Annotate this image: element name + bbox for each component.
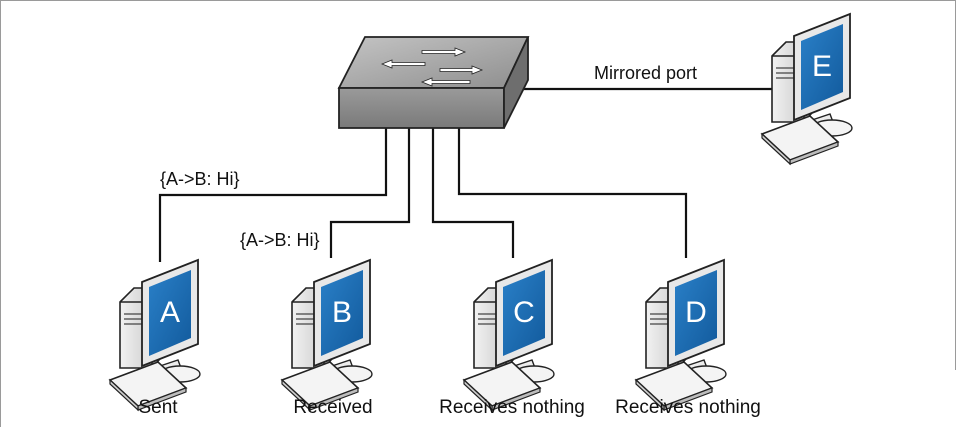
computer-c: C bbox=[463, 259, 555, 411]
cable-c bbox=[431, 128, 515, 258]
computer-e-letter: E bbox=[812, 50, 832, 83]
cable-d bbox=[457, 128, 688, 258]
computer-c-letter: C bbox=[513, 296, 535, 329]
computer-d-letter: D bbox=[685, 296, 707, 329]
mirrored-port-label: Mirrored port bbox=[594, 63, 697, 83]
computer-a-letter: A bbox=[160, 296, 180, 329]
caption-b: Received bbox=[293, 397, 372, 418]
packet-label-sent: {A->B: Hi} bbox=[160, 169, 240, 189]
caption-a: Sent bbox=[138, 397, 178, 418]
packet-label-received: {A->B: Hi} bbox=[240, 230, 320, 250]
frame-top-border bbox=[0, 0, 956, 1]
computer-b: B bbox=[281, 259, 373, 411]
computer-d: D bbox=[635, 259, 727, 411]
caption-d: Receives nothing bbox=[615, 397, 761, 418]
cable-a bbox=[158, 128, 388, 262]
computer-b-letter: B bbox=[332, 296, 352, 329]
computer-a: A bbox=[109, 259, 201, 411]
cables bbox=[158, 87, 777, 262]
cable-b bbox=[329, 128, 411, 258]
computer-e: E bbox=[761, 13, 853, 165]
switch-arrows-icon bbox=[380, 47, 484, 87]
network-switch bbox=[337, 36, 530, 129]
frame-left-border bbox=[0, 0, 1, 427]
caption-c: Receives nothing bbox=[439, 397, 585, 418]
